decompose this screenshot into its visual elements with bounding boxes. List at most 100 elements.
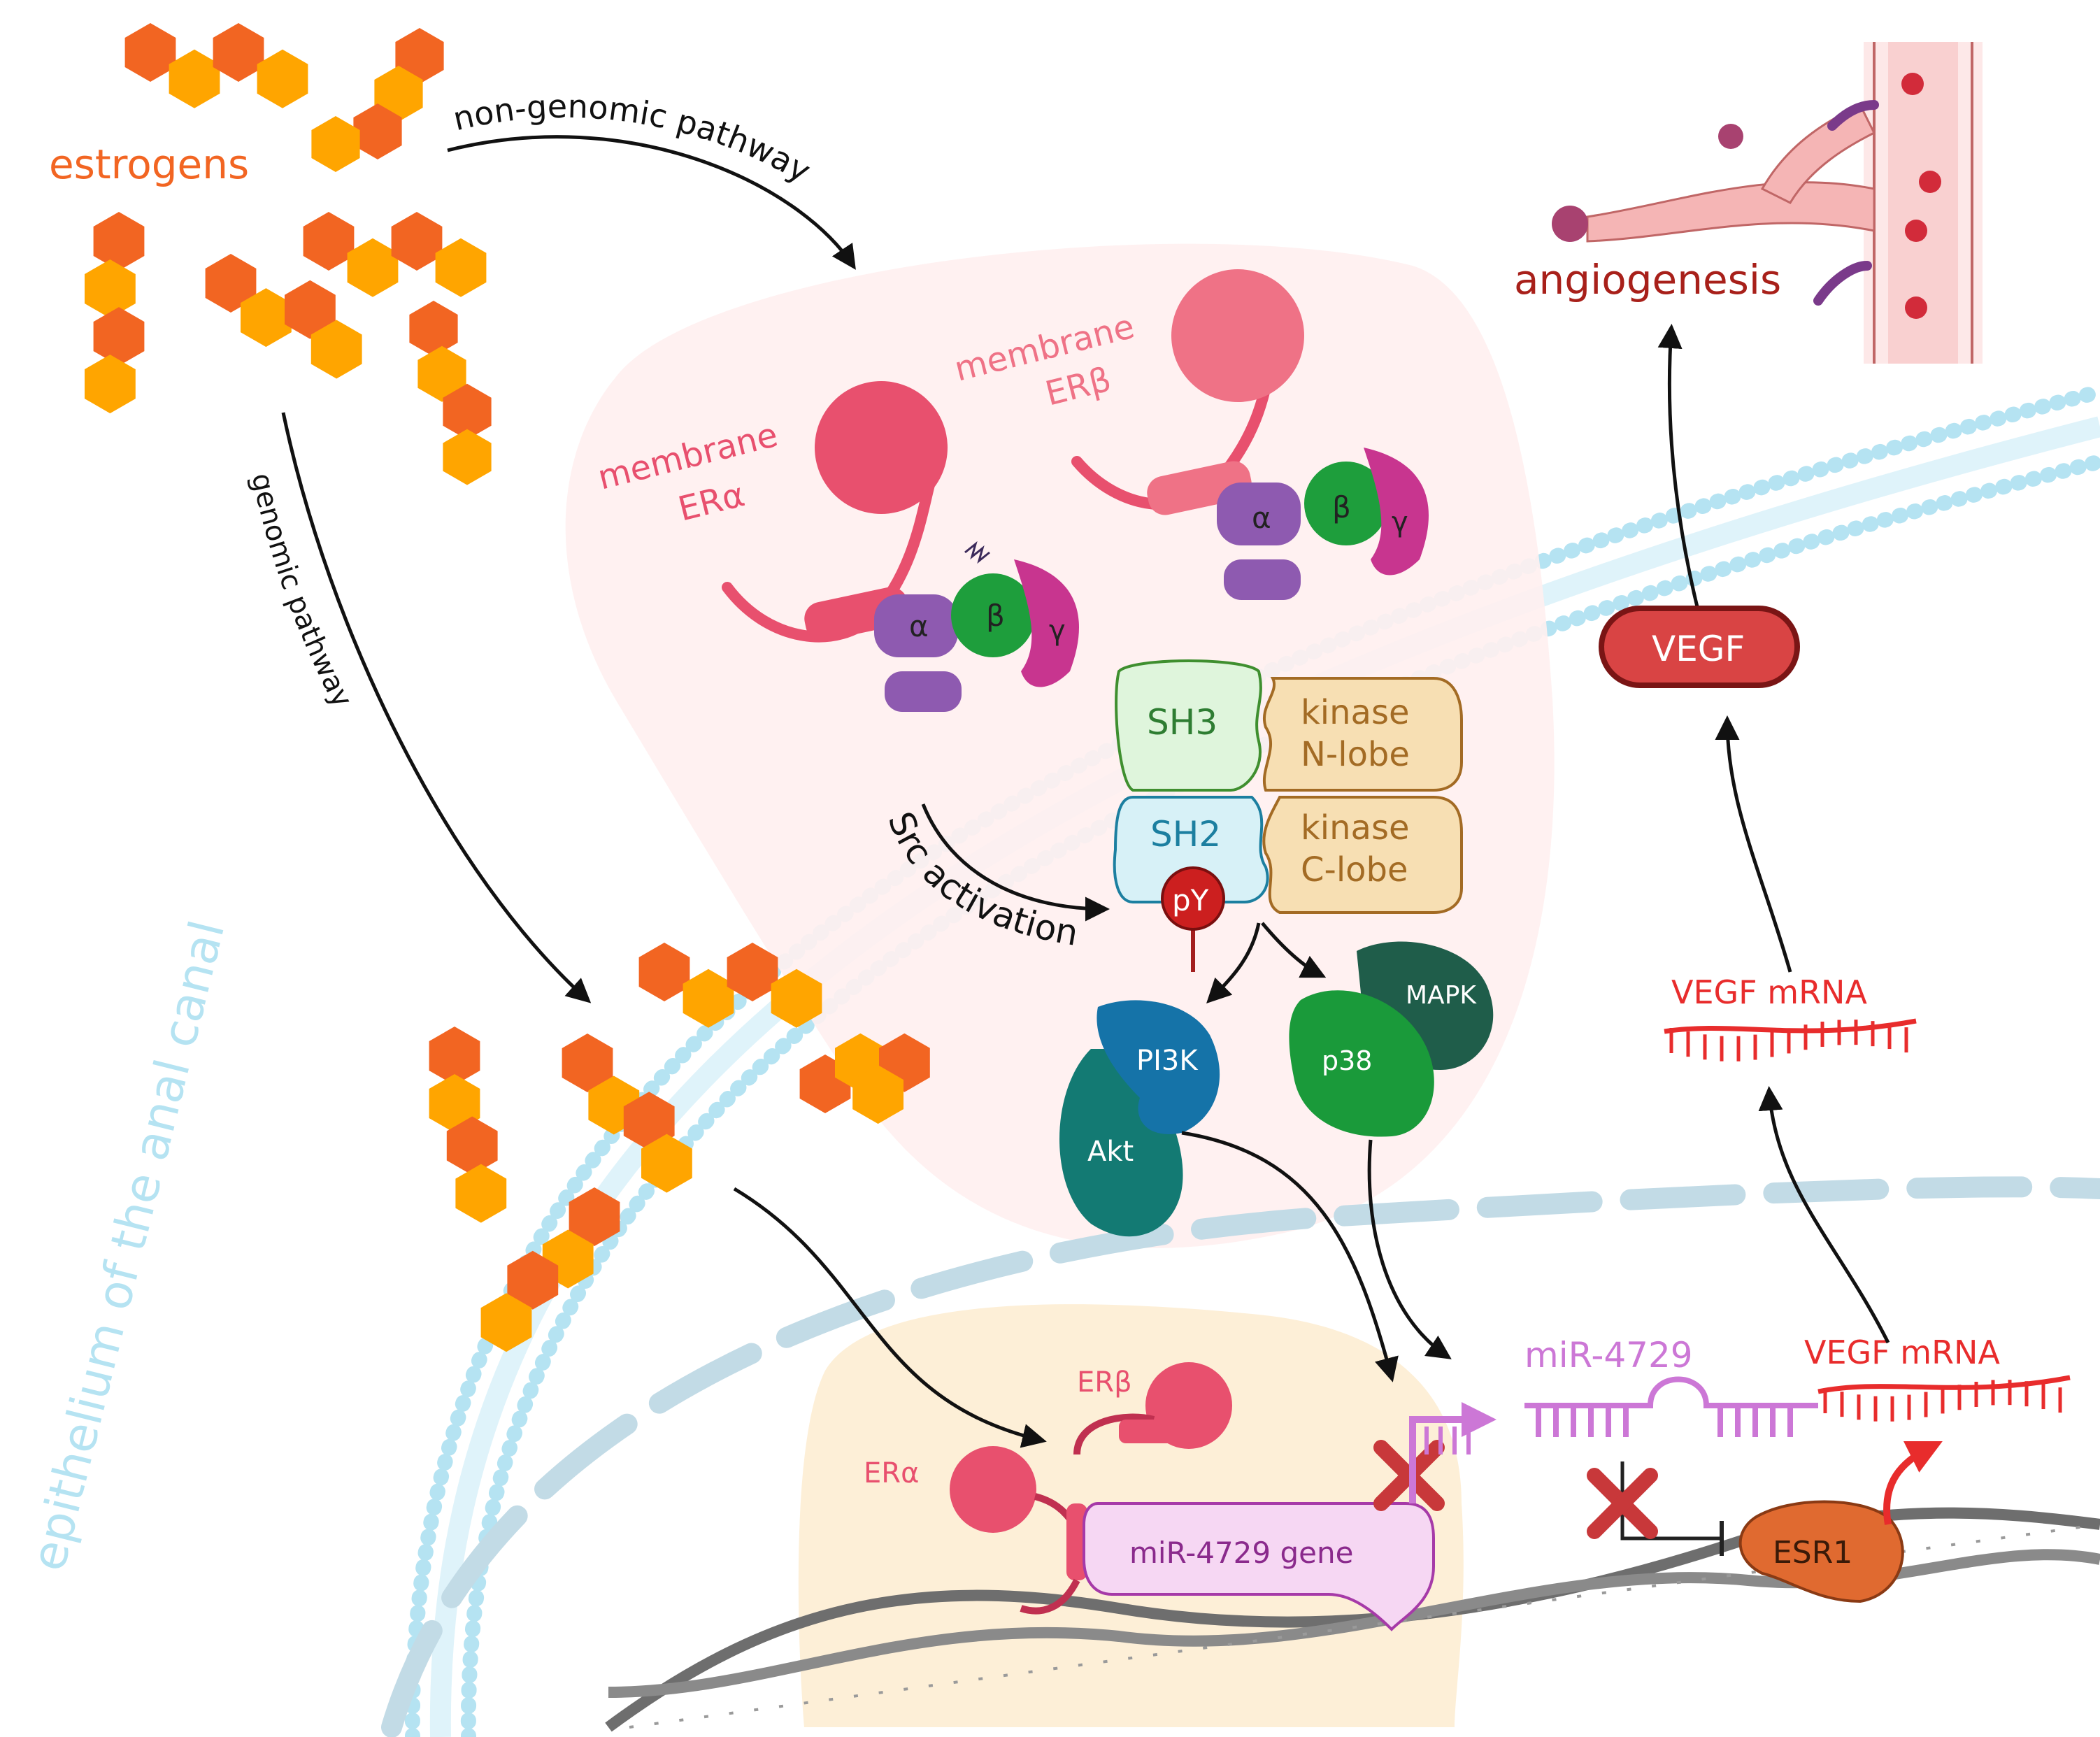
estrogen-ring (562, 1034, 613, 1092)
estrogen-ring (771, 968, 822, 1028)
pi3k-label: PI3K (1136, 1045, 1199, 1077)
estrogen-ring (852, 1065, 903, 1124)
estrogen-ring (310, 320, 362, 379)
estrogen-ring (353, 103, 402, 159)
sh2-label: SH2 (1150, 814, 1221, 855)
blood-vessel-illustration (1552, 42, 1983, 364)
src-to-p38-arrow (1261, 922, 1327, 978)
src-activation-arrow (921, 803, 1110, 922)
estrogen-to-gene-arrow (733, 1187, 1047, 1448)
vegf-protein: VEGF (1599, 606, 1800, 688)
kinase-n-label1: kinase (1301, 693, 1410, 732)
akt-label: Akt (1087, 1136, 1134, 1168)
mapk-label: MAPK (1406, 981, 1477, 1010)
membrane-era-complex: α β γ (722, 381, 1080, 712)
estrogen-ring (443, 383, 492, 440)
estrogen-ring (443, 429, 492, 485)
vegf-label: VEGF (1652, 629, 1745, 669)
membrane-erb-complex: α β γ (1071, 269, 1429, 600)
estrogen-ring (311, 116, 360, 172)
p38-protein (1289, 990, 1434, 1137)
p38-label: p38 (1322, 1045, 1372, 1076)
kinase-c-label2: C-lobe (1301, 850, 1408, 889)
estrogen-ring (85, 355, 136, 414)
py-phosphotyrosine (1161, 866, 1225, 931)
epithelium-label: epithelium of the anal canal (21, 915, 236, 1576)
estrogen-ring (124, 23, 176, 82)
estrogen-ring (169, 49, 220, 108)
sh3-label: SH3 (1147, 702, 1217, 743)
estrogen-ring (727, 943, 778, 1001)
nuclear-erb-label: ERβ (1077, 1366, 1132, 1399)
estrogen-ring (374, 66, 423, 122)
estrogen-ring (641, 1134, 692, 1193)
estrogen-ring (429, 1027, 480, 1085)
g-gamma-label-2: γ (1392, 506, 1408, 538)
estrogen-ring (257, 49, 308, 108)
mir-4729-label: miR-4729 (1524, 1335, 1693, 1375)
src-kinase: SH3 kinase N-lobe SH2 kinase C-lobe pY (1113, 659, 1463, 972)
nuclear-to-cyto-arrow (1758, 1086, 1890, 1344)
estrogen-ring (480, 1293, 532, 1352)
estrogen-ring (455, 1164, 507, 1223)
p38-mapk-complex: MAPK p38 (1289, 941, 1494, 1137)
angiogenesis-label: angiogenesis (1514, 256, 1781, 303)
nuclear-receptors (950, 1362, 1232, 1615)
kinase-c-label1: kinase (1301, 808, 1410, 848)
vegf-mrna-nuclear-comb (1823, 1380, 2062, 1422)
blocked-inhibition-x (1587, 1468, 1658, 1539)
vegf-transcription-start (1883, 1441, 1943, 1525)
py-label: pY (1172, 883, 1209, 917)
estrogen-ring (623, 1092, 675, 1151)
estrogen-ring (205, 254, 257, 313)
estrogen-molecules-extracellular (85, 23, 492, 485)
g-beta-label-2: β (1332, 490, 1351, 524)
estrogen-ring (303, 212, 355, 271)
esr1-protein: ESR1 (1738, 1500, 1904, 1603)
non-genomic-arrow (447, 135, 856, 270)
src-to-pi3k-arrow (1206, 922, 1261, 1003)
g-beta-label: β (986, 599, 1005, 633)
g-protein-erb: α β γ (1217, 448, 1429, 600)
g-gamma-label: γ (1049, 615, 1066, 647)
estrogen-ring (347, 238, 399, 297)
estrogen-ring (429, 1074, 480, 1133)
estrogen-ring (507, 1250, 559, 1310)
mir-4729-hairpin (1524, 1376, 1818, 1437)
estrogen-ring (285, 280, 336, 339)
mirna-comb (1424, 1427, 1471, 1454)
estrogen-ring (213, 23, 264, 82)
estrogen-ring (638, 943, 690, 1001)
estrogen-ring (93, 307, 145, 366)
p38-to-mirna-arrow (1367, 1139, 1452, 1359)
mir-inhibition-line (1620, 1461, 1720, 1541)
akt-to-mirna-arrow (1181, 1131, 1399, 1382)
esr1-label: ESR1 (1773, 1535, 1852, 1571)
mir-4729-gene: miR-4729 gene (1083, 1502, 1435, 1631)
vegf-mrna-cytoplasmic-comb (1669, 1020, 1908, 1062)
estrogen-ring (683, 968, 734, 1028)
mirna-transcription-start (1409, 1402, 1497, 1503)
estrogen-ring (446, 1116, 498, 1175)
pi3k-protein (1097, 1000, 1220, 1134)
estrogen-ring (241, 288, 292, 348)
kinase-c-lobe (1262, 796, 1463, 914)
g-alpha-label: α (909, 609, 929, 643)
estrogen-ring (435, 238, 487, 297)
genomic-arrow (281, 412, 592, 1003)
estrogens-label: estrogens (49, 141, 249, 188)
estrogen-ring (85, 259, 136, 318)
g-protein-era: α β γ (874, 541, 1080, 712)
estrogen-ring (93, 212, 145, 271)
vegf-to-angiogenesis-arrow (1657, 324, 1701, 616)
vegf-mrna-label-cyto: VEGF mRNA (1671, 973, 1867, 1011)
estrogen-ring (391, 212, 443, 271)
estrogen-ring (569, 1187, 620, 1246)
kinase-n-label2: N-lobe (1301, 735, 1410, 774)
mrna-to-vegf-arrow (1715, 715, 1792, 973)
sh3-domain (1115, 659, 1262, 792)
vegf-mrna-label-nuclear: VEGF mRNA (1804, 1334, 2000, 1371)
estrogen-ring (417, 345, 466, 402)
estrogen-ring (395, 28, 444, 84)
